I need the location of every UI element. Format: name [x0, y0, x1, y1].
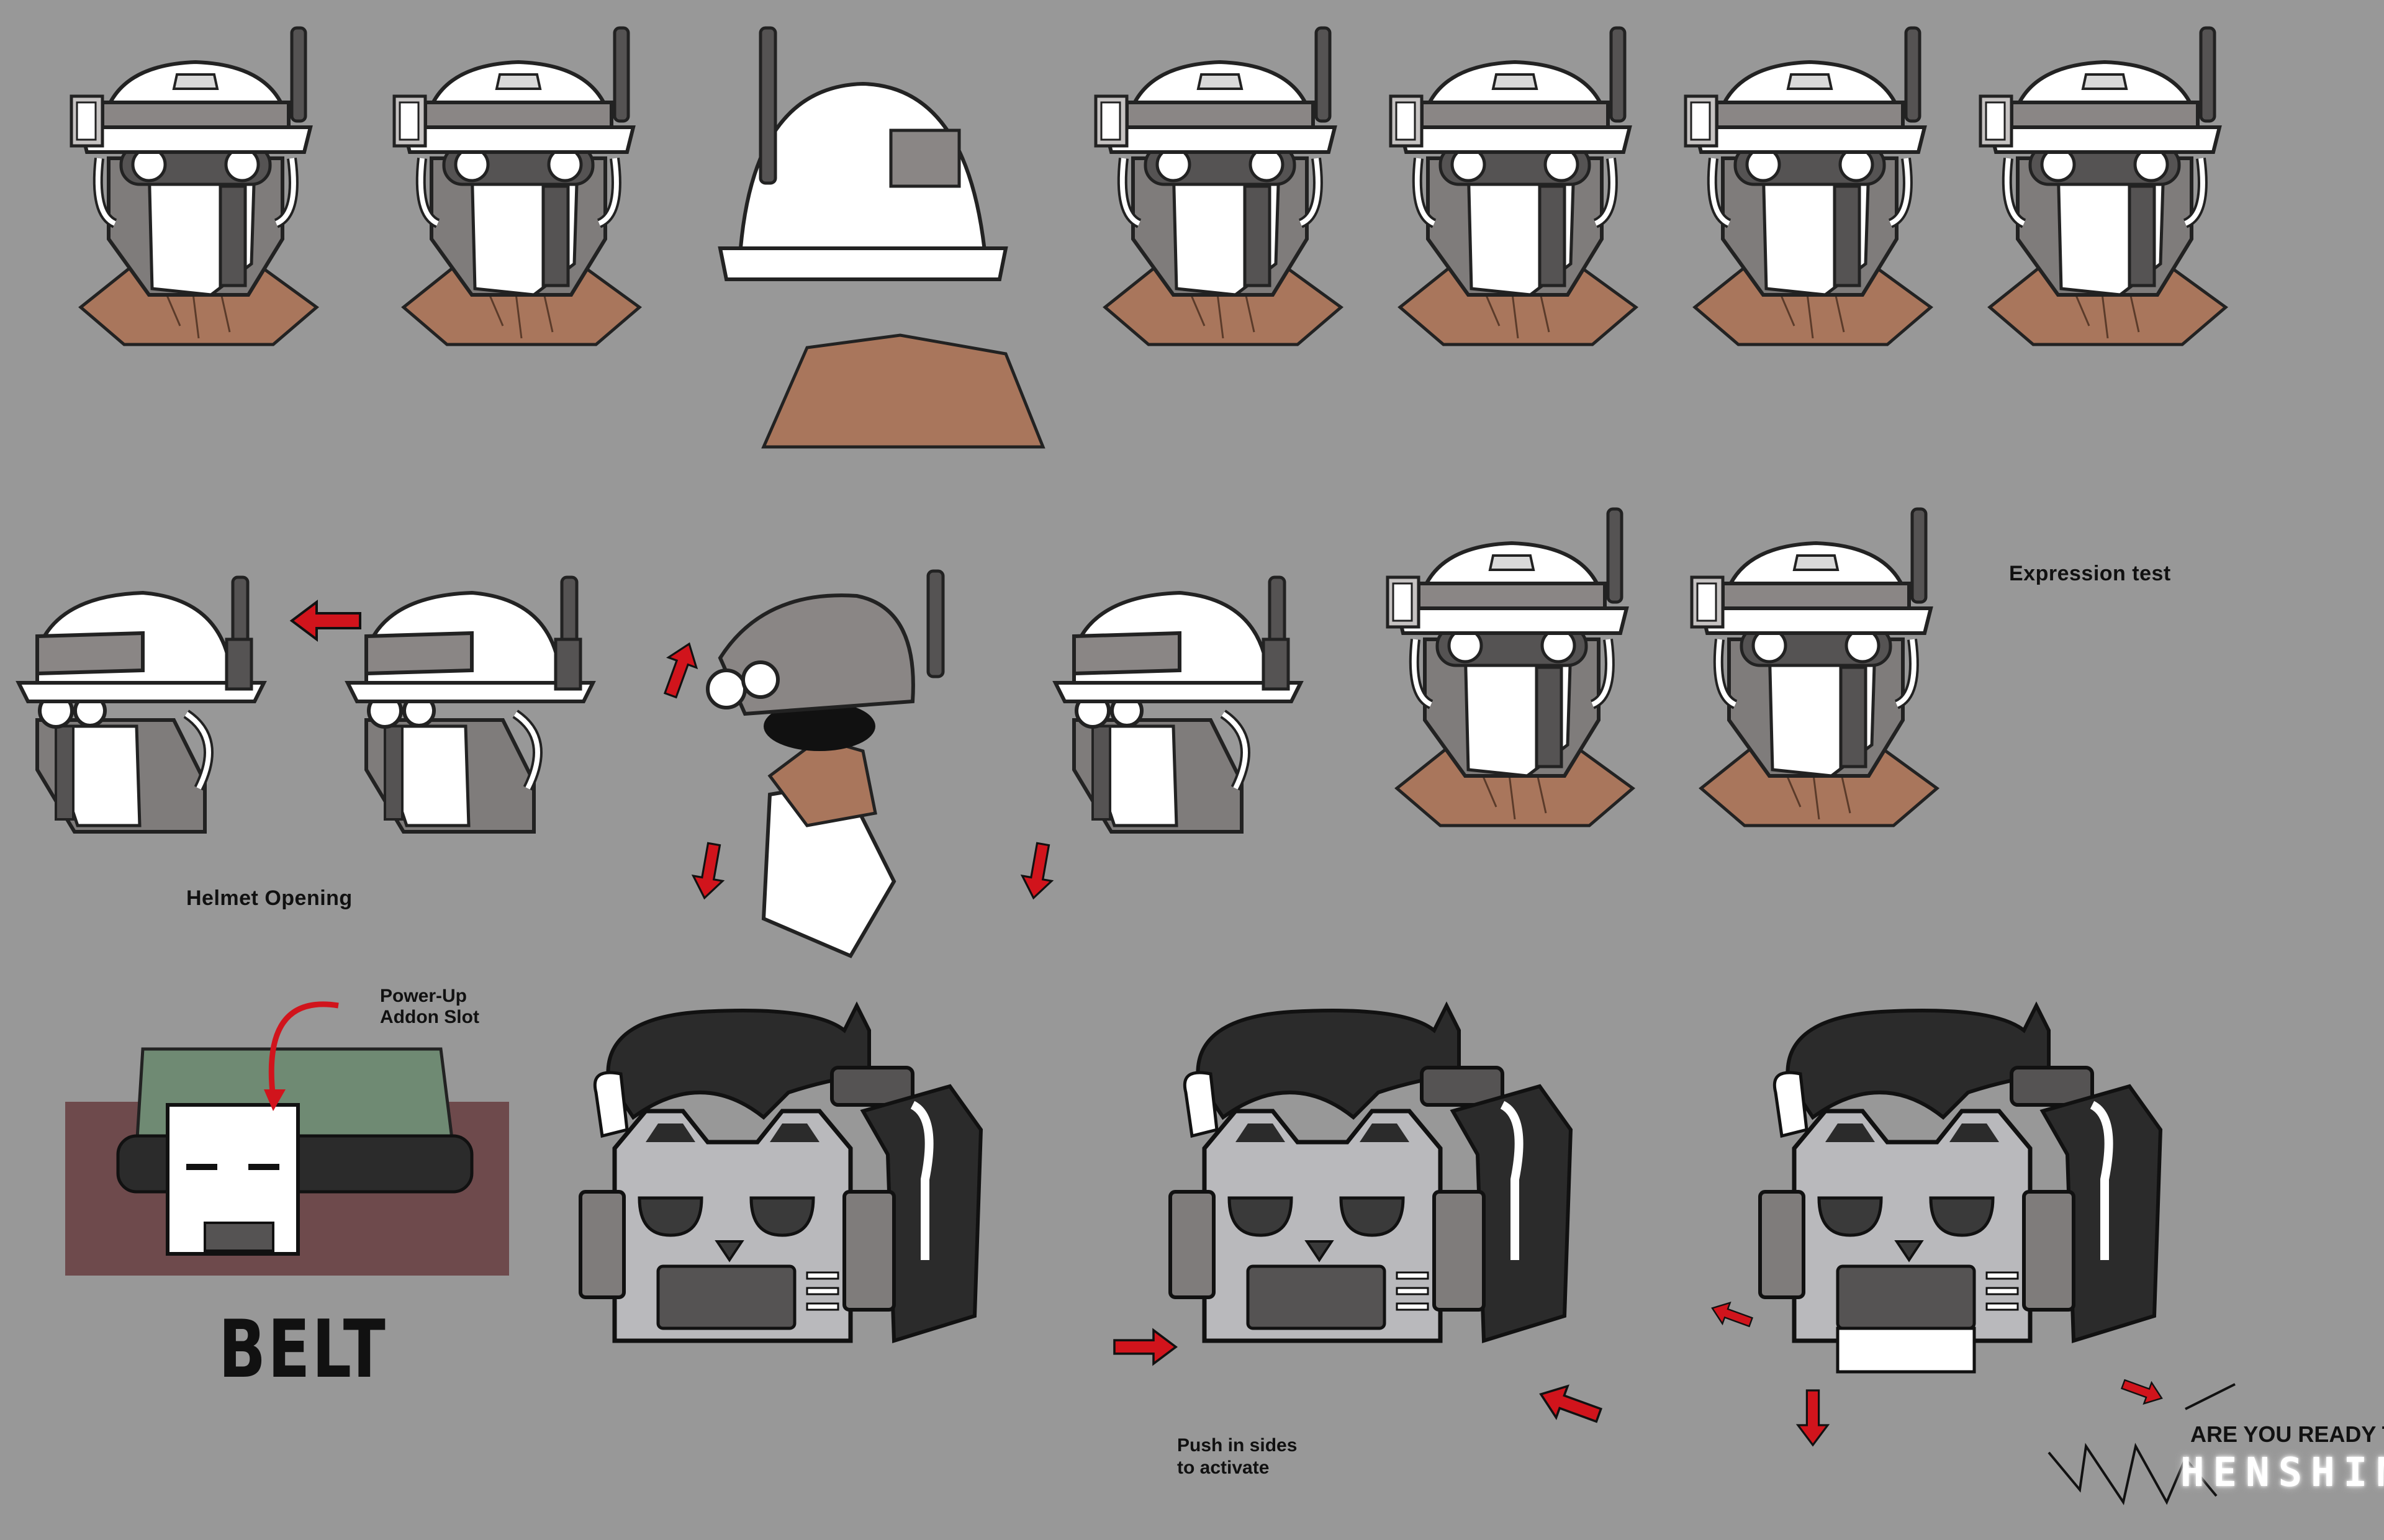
helmet-expression-4 [1980, 28, 2226, 344]
belt-view-1 [580, 1006, 981, 1341]
henshin-question: ARE YOU READY TO [2190, 1421, 2384, 1447]
helmet-expression-1 [1096, 28, 1341, 344]
henshin-word: HENSHIN? [2180, 1450, 2384, 1496]
arrow-curve-down-2 [1018, 840, 1059, 902]
helmet-expression-5 [1388, 509, 1633, 826]
arrow-drop-down [1797, 1389, 1829, 1446]
push-callout-line1: Push in sides [1177, 1435, 1298, 1456]
power-up-callout-line1: Power-Up [380, 986, 467, 1006]
belt-view-2 [1170, 1006, 1571, 1341]
helmet-back-view [718, 26, 1045, 449]
helmet-expression-3 [1686, 28, 1931, 344]
expression-test-label: Expression test [2009, 562, 2171, 585]
helmet-opening-label: Helmet Opening [186, 886, 353, 910]
belt-title: BELT [219, 1304, 387, 1396]
belt-worn-reference [65, 1001, 509, 1276]
arrow-out-left [1707, 1297, 1756, 1334]
arrow-out-right [2118, 1372, 2167, 1410]
helmet-opening-step-4 [1055, 577, 1301, 832]
helmet-front-view-1 [71, 28, 317, 344]
push-callout-line2: to activate [1177, 1457, 1270, 1478]
helmet-expression-2 [1391, 28, 1636, 344]
helmet-opening-step-3 [706, 569, 945, 958]
belt-view-3-activated [1760, 1006, 2160, 1374]
arrow-push-right [1113, 1329, 1177, 1365]
arrow-push-left [1533, 1377, 1606, 1433]
lightning-squiggle [2048, 1383, 2236, 1506]
arrow-curve-up [655, 637, 705, 701]
arrow-curve-down-1 [689, 840, 730, 902]
arrow-left [291, 601, 361, 641]
power-up-callout-line2: Addon Slot [380, 1007, 479, 1027]
helmet-front-view-2 [394, 28, 639, 344]
helmet-opening-step-1 [19, 577, 264, 832]
helmet-opening-step-2 [348, 577, 593, 832]
helmet-expression-6 [1692, 509, 1937, 826]
